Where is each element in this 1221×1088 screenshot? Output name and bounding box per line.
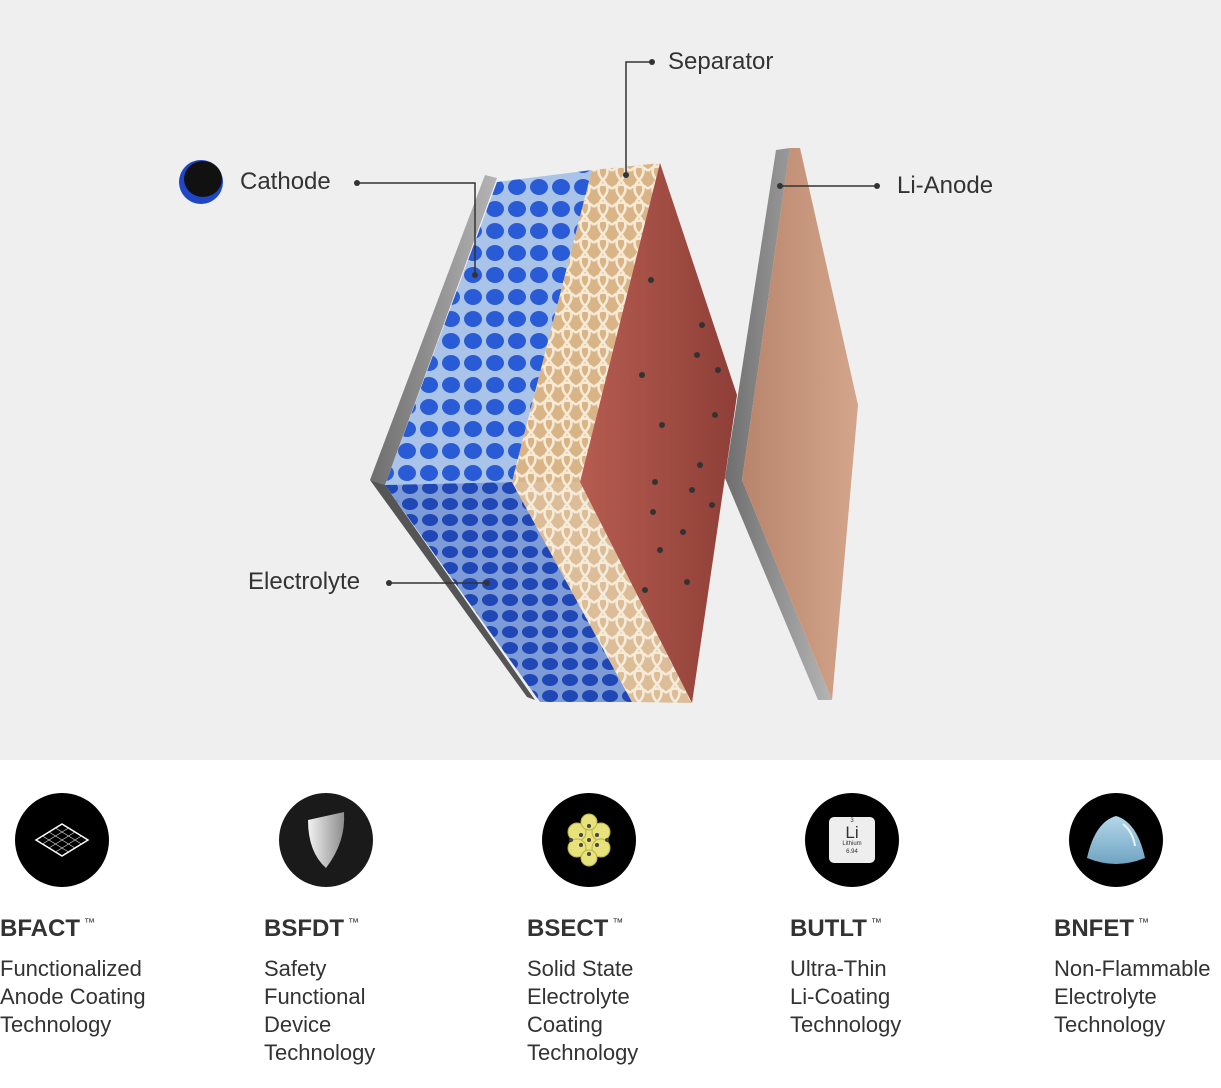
battery-layers-illustration: [179, 59, 880, 703]
label-separator: Separator: [668, 48, 774, 75]
cathode-collector: [370, 175, 497, 485]
molecule-icon: [542, 793, 636, 887]
mesh-surface-icon: [15, 793, 109, 887]
label-electrolyte: Electrolyte: [248, 568, 361, 595]
label-li-anode: Li-Anode: [897, 172, 994, 199]
shield-icon: [279, 793, 373, 887]
battery-diagram: Cathode Separator Li-Anode Electrolyte: [0, 0, 1221, 760]
cathode-layer: [385, 170, 592, 485]
anode-collector: [725, 148, 832, 700]
liquid-drop-icon: [1069, 793, 1163, 887]
electrolyte-layer: [580, 163, 737, 703]
separator-layer: [512, 163, 660, 482]
lithium-element-icon: 3 Li Lithium 6.94: [805, 793, 899, 887]
li-anode-layer: [742, 148, 858, 700]
label-cathode: Cathode: [240, 168, 331, 195]
cathode-icon: [179, 160, 223, 204]
